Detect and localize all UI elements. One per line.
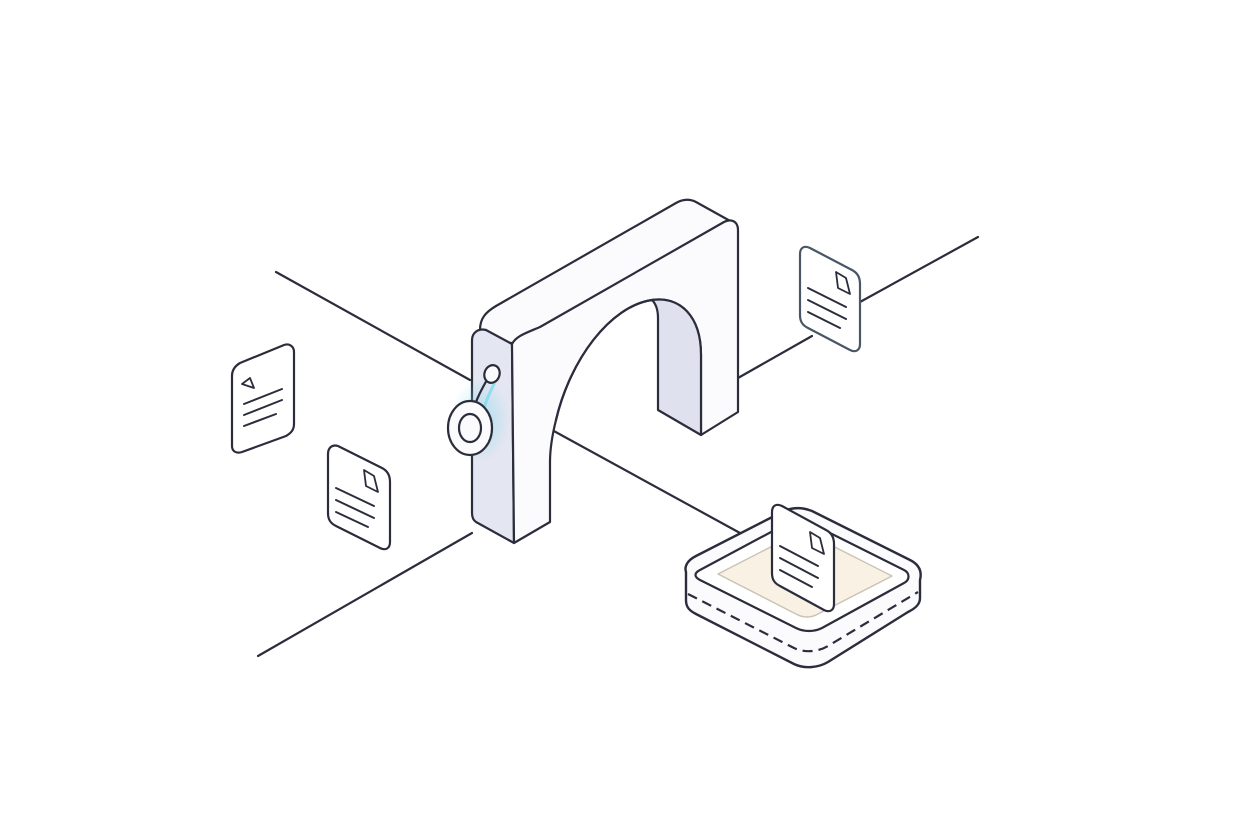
document-text-line [243, 388, 283, 405]
flow-line-left-upper [274, 270, 472, 382]
gate-arch-edge [554, 298, 654, 422]
collection-tray-icon [684, 503, 922, 669]
document-text-line [335, 511, 369, 528]
archway-gate-icon [470, 198, 740, 545]
document-text-line [779, 569, 813, 588]
flow-line-left-lower [256, 531, 474, 658]
tray-base-edge [687, 591, 919, 653]
document-text-line [335, 499, 375, 519]
document-fold [363, 469, 379, 493]
document-text-line [335, 487, 375, 507]
flow-line-right-lower [736, 334, 814, 380]
document-text-line [243, 399, 283, 416]
document-card-left-bottom [326, 444, 392, 551]
document-text-line [779, 557, 819, 579]
document-text-line [807, 299, 847, 320]
document-icon [230, 343, 296, 454]
document-text-line [243, 413, 277, 427]
document-text-line [807, 287, 847, 308]
flow-line-center [550, 428, 742, 535]
document-card-left-top [230, 343, 296, 454]
document-text-line [807, 311, 841, 329]
flow-line-right-upper [858, 235, 980, 304]
document-icon [326, 444, 392, 551]
document-fold [835, 271, 851, 295]
gate-inner-arch [650, 298, 703, 437]
document-text-line [779, 545, 819, 567]
sensor-knob-icon [446, 364, 510, 462]
flow-lines [256, 235, 980, 658]
sensor-cap [483, 364, 501, 384]
document-fold [809, 531, 825, 555]
sensor-ring-inner [457, 412, 483, 444]
document-icon [798, 245, 862, 353]
document-fold [241, 377, 255, 389]
